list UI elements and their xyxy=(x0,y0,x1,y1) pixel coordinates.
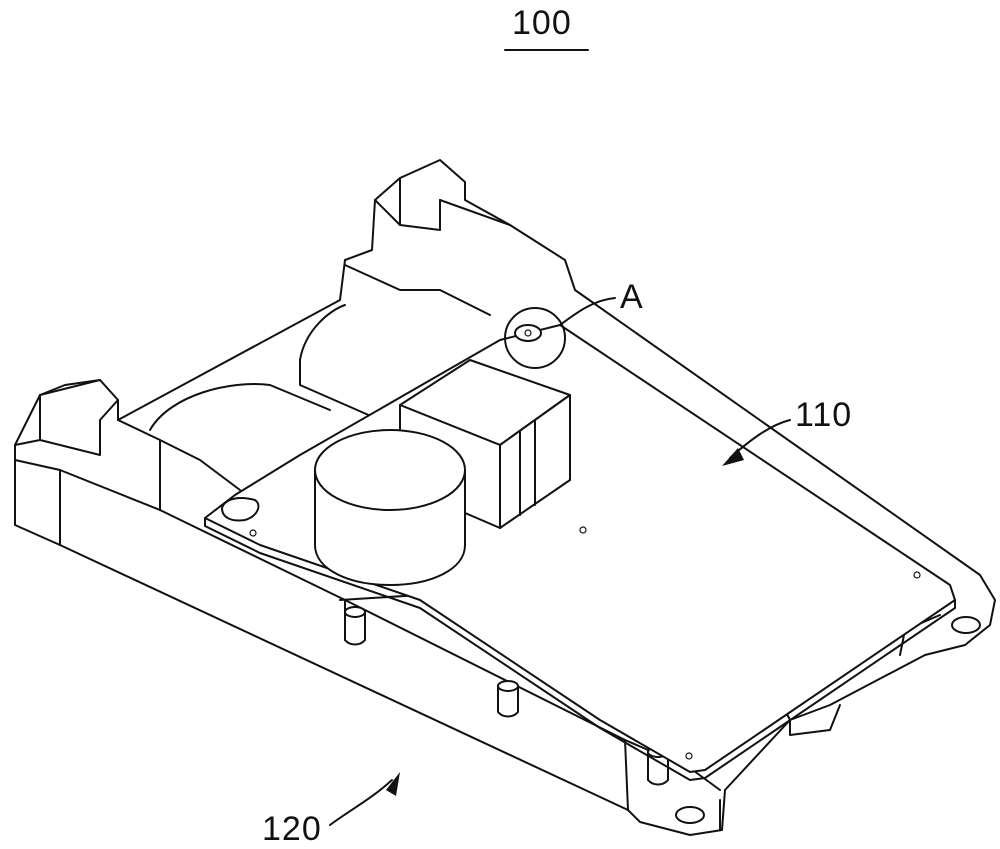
cylinder-component xyxy=(315,430,465,585)
label-circuit-board: 110 xyxy=(795,396,852,435)
leader-120 xyxy=(330,780,392,825)
label-detail-a: A xyxy=(620,278,644,317)
label-housing: 120 xyxy=(262,810,322,849)
figure-number: 100 xyxy=(512,4,572,43)
